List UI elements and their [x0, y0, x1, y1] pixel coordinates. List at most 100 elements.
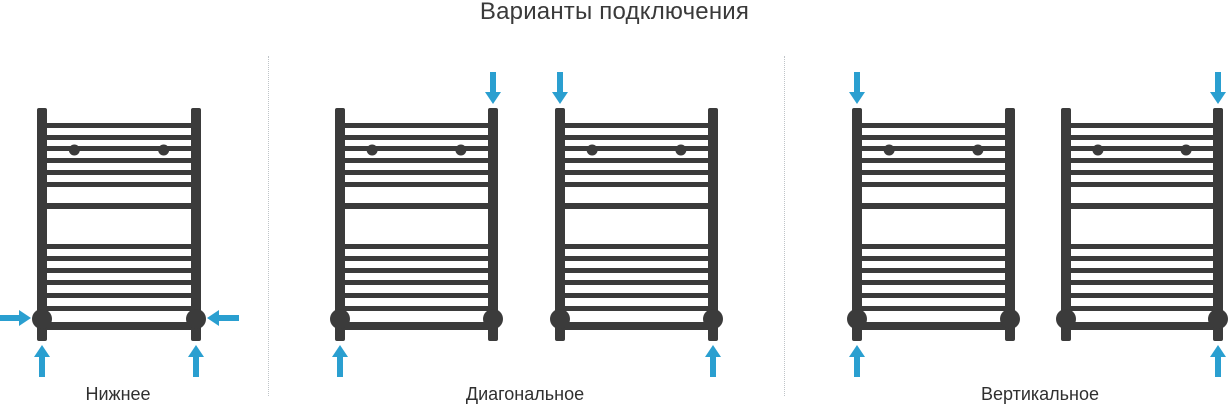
valve-right	[483, 309, 503, 329]
radiator-rail	[340, 280, 493, 285]
radiator-rail	[560, 203, 713, 209]
radiator-diagonal-1	[330, 108, 503, 341]
radiator-rail	[340, 123, 493, 128]
radiator-rail	[857, 146, 1010, 151]
radiator-rail	[42, 244, 196, 249]
flow-arrow-left	[207, 310, 239, 326]
radiator-rail	[42, 268, 196, 273]
radiator-rail	[1066, 280, 1218, 285]
radiator-rail	[1066, 268, 1218, 273]
radiator-rail	[560, 322, 713, 330]
radiator-rail	[560, 268, 713, 273]
radiator-rail	[42, 280, 196, 285]
mount-bracket	[1180, 144, 1192, 156]
radiator-rail	[857, 293, 1010, 298]
radiator-rail	[560, 256, 713, 261]
radiator-rail	[340, 293, 493, 298]
mount-bracket	[366, 144, 378, 156]
caption-vertical: Вертикальное	[980, 384, 1100, 404]
radiator-rail	[857, 244, 1010, 249]
radiator-rail	[340, 182, 493, 187]
mount-bracket	[883, 144, 895, 156]
radiator-diagonal-2	[550, 108, 723, 341]
radiator-rail	[42, 170, 196, 175]
radiator-rail	[560, 158, 713, 163]
radiator-rail	[560, 244, 713, 249]
valve-right	[186, 309, 206, 329]
flow-arrow-down	[485, 72, 501, 104]
radiator-rail	[857, 182, 1010, 187]
valve-left	[1056, 309, 1076, 329]
group-divider	[268, 56, 269, 396]
valve-right	[1000, 309, 1020, 329]
flow-arrow-up	[34, 345, 50, 377]
radiator-rail	[857, 203, 1010, 209]
page-title: Варианты подключения	[479, 0, 750, 25]
radiator-rail	[1066, 256, 1218, 261]
valve-right	[1208, 309, 1228, 329]
radiator-rail	[560, 182, 713, 187]
radiator-rail	[340, 170, 493, 175]
radiator-rail	[340, 256, 493, 261]
radiator-rail	[340, 158, 493, 163]
radiator-rail	[1066, 146, 1218, 151]
flow-arrow-up	[332, 345, 348, 377]
radiator-rail	[857, 158, 1010, 163]
flow-arrow-right	[0, 310, 31, 326]
radiator-rail	[42, 182, 196, 187]
radiator-rail	[42, 146, 196, 151]
radiator-rail	[42, 135, 196, 140]
flow-arrow-up	[705, 345, 721, 377]
radiator-rail	[857, 123, 1010, 128]
flow-arrow-up	[1210, 345, 1226, 377]
radiator-rail	[1066, 135, 1218, 140]
caption-bottom: Нижнее	[85, 384, 151, 404]
radiator-vertical-1	[847, 108, 1020, 341]
radiator-rail	[340, 244, 493, 249]
radiator-rail	[1066, 158, 1218, 163]
group-divider	[784, 56, 785, 396]
radiator-rail	[42, 293, 196, 298]
radiator-rail	[560, 293, 713, 298]
radiator-vertical-2	[1056, 108, 1228, 341]
radiator-rail	[560, 170, 713, 175]
radiator-rail	[1066, 182, 1218, 187]
mount-bracket	[972, 144, 984, 156]
flow-arrow-down	[1210, 72, 1226, 104]
radiator-rail	[857, 322, 1010, 330]
flow-arrow-up	[188, 345, 204, 377]
radiator-rail	[857, 256, 1010, 261]
radiator-rail	[340, 268, 493, 273]
valve-left	[550, 309, 570, 329]
mount-bracket	[68, 144, 80, 156]
radiator-rail	[560, 280, 713, 285]
radiator-rail	[340, 306, 493, 311]
radiator-rail	[857, 268, 1010, 273]
valve-left	[330, 309, 350, 329]
radiator-rail	[560, 146, 713, 151]
flow-arrow-down	[849, 72, 865, 104]
mount-bracket	[1092, 144, 1104, 156]
radiator-rail	[560, 135, 713, 140]
radiator-rail	[340, 203, 493, 209]
radiator-rail	[1066, 123, 1218, 128]
mount-bracket	[586, 144, 598, 156]
valve-left	[32, 309, 52, 329]
flow-arrow-down	[552, 72, 568, 104]
radiator-rail	[560, 306, 713, 311]
radiator-bottom	[32, 108, 206, 341]
radiator-rail	[42, 256, 196, 261]
radiator-rail	[1066, 306, 1218, 311]
flow-arrow-up	[849, 345, 865, 377]
caption-diagonal: Диагональное	[465, 384, 585, 404]
radiator-rail	[857, 280, 1010, 285]
radiator-rail	[42, 158, 196, 163]
mount-bracket	[455, 144, 467, 156]
radiator-rail	[1066, 203, 1218, 209]
radiator-rail	[42, 123, 196, 128]
mount-bracket	[675, 144, 687, 156]
radiator-rail	[1066, 170, 1218, 175]
valve-right	[703, 309, 723, 329]
radiator-rail	[560, 123, 713, 128]
